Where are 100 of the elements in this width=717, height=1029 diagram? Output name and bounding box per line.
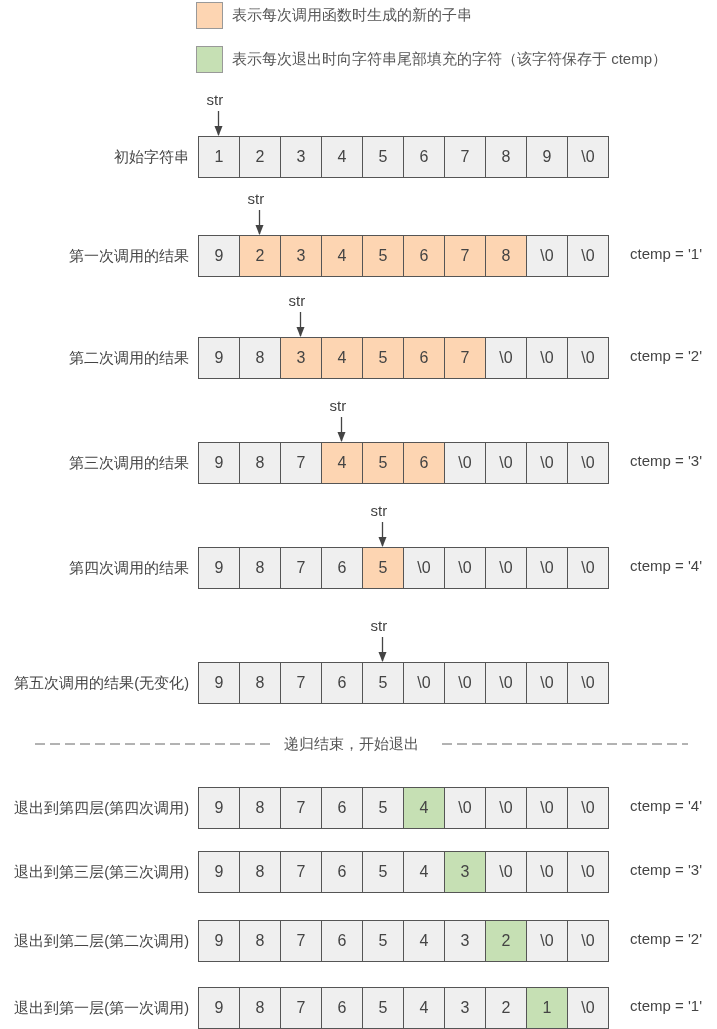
pointer-label: str [329, 397, 347, 415]
array-cell: 9 [198, 337, 240, 379]
array-cell: 8 [239, 920, 281, 962]
array-cell: 7 [280, 987, 322, 1029]
row-label: 退出到第三层(第三次调用) [14, 863, 189, 882]
array-cell: \0 [485, 442, 527, 484]
row-label: 第二次调用的结果 [69, 349, 189, 368]
array-cell: 2 [239, 235, 281, 277]
array-cell: 9 [198, 547, 240, 589]
row-label: 退出到第四层(第四次调用) [14, 799, 189, 818]
array-cell: 8 [239, 337, 281, 379]
array-cell: 5 [362, 235, 404, 277]
array-cell: \0 [444, 787, 486, 829]
array-cell: \0 [485, 337, 527, 379]
array-cell: 8 [239, 662, 281, 704]
array-cell: \0 [567, 337, 609, 379]
array-cell: \0 [526, 442, 568, 484]
array-cell: \0 [567, 851, 609, 893]
array-cell: \0 [526, 547, 568, 589]
array-cell: \0 [567, 547, 609, 589]
array-cell: \0 [567, 442, 609, 484]
array-cell: \0 [567, 136, 609, 178]
array-cell: \0 [567, 987, 609, 1029]
array-cell: 6 [321, 662, 363, 704]
array-cell: 6 [403, 337, 445, 379]
arrow [296, 311, 305, 338]
array-cell: 5 [362, 442, 404, 484]
arrow [337, 416, 346, 443]
array-cell: 6 [403, 442, 445, 484]
array-cell: 4 [321, 235, 363, 277]
array-cell: 8 [239, 851, 281, 893]
array-cell: 7 [280, 920, 322, 962]
array-cell: \0 [485, 547, 527, 589]
array-cell: 5 [362, 337, 404, 379]
array-cell: 7 [444, 136, 486, 178]
array-cell: 9 [198, 851, 240, 893]
array-cell: 6 [321, 851, 363, 893]
legend-text: 表示每次退出时向字符串尾部填充的字符（该字符保存于 ctemp） [232, 49, 667, 69]
legend-text: 表示每次调用函数时生成的新的子串 [232, 5, 472, 25]
ctemp-value: ctemp = '4' [630, 556, 702, 576]
array-cell: 7 [444, 337, 486, 379]
array-cell: 6 [321, 920, 363, 962]
array-cell: 4 [403, 851, 445, 893]
array-cell: \0 [526, 787, 568, 829]
array-cell: 4 [321, 136, 363, 178]
array-cell: \0 [526, 920, 568, 962]
arrow [255, 209, 264, 236]
row-label: 退出到第二层(第二次调用) [14, 932, 189, 951]
array-cell: \0 [526, 337, 568, 379]
array-cell: 5 [362, 787, 404, 829]
section-heading: 递归结束，开始退出 [284, 734, 419, 754]
row-label: 第五次调用的结果(无变化) [14, 674, 189, 693]
array-cell: \0 [485, 851, 527, 893]
row-label: 初始字符串 [114, 148, 189, 167]
array-cell: 8 [485, 235, 527, 277]
arrow [214, 110, 223, 137]
array-cell: 9 [526, 136, 568, 178]
array-cell: 3 [280, 235, 322, 277]
array-cell: 4 [403, 987, 445, 1029]
array-cell: \0 [526, 662, 568, 704]
array-cell: 2 [239, 136, 281, 178]
array-cell: 6 [403, 136, 445, 178]
array-cell: 9 [198, 442, 240, 484]
array-cell: 6 [321, 987, 363, 1029]
row-label: 第三次调用的结果 [69, 454, 189, 473]
array-cell: 8 [239, 547, 281, 589]
array-cell: 4 [403, 787, 445, 829]
array-cell: 7 [280, 787, 322, 829]
array-cell: 9 [198, 235, 240, 277]
arrow [378, 636, 387, 663]
array-cell: 2 [485, 987, 527, 1029]
array-cell: 3 [444, 987, 486, 1029]
array-cell: \0 [444, 662, 486, 704]
array-cell: 6 [403, 235, 445, 277]
array-cell: 5 [362, 851, 404, 893]
arrow [378, 521, 387, 548]
array-cell: \0 [526, 851, 568, 893]
array-cell: 5 [362, 662, 404, 704]
array-cell: \0 [567, 787, 609, 829]
pointer-label: str [370, 617, 388, 635]
array-cell: 4 [321, 442, 363, 484]
array-cell: 2 [485, 920, 527, 962]
array-cell: 9 [198, 920, 240, 962]
row-label: 退出到第一层(第一次调用) [14, 999, 189, 1018]
row-label: 第一次调用的结果 [69, 247, 189, 266]
array-cell: \0 [567, 235, 609, 277]
array-cell: 7 [280, 442, 322, 484]
ctemp-value: ctemp = '2' [630, 346, 702, 366]
array-cell: \0 [444, 547, 486, 589]
array-cell: 8 [239, 987, 281, 1029]
array-cell: \0 [567, 662, 609, 704]
array-cell: 7 [280, 851, 322, 893]
array-cell: 9 [198, 987, 240, 1029]
array-cell: 5 [362, 136, 404, 178]
array-cell: \0 [444, 442, 486, 484]
ctemp-value: ctemp = '1' [630, 244, 702, 264]
array-cell: 3 [280, 337, 322, 379]
array-cell: 3 [280, 136, 322, 178]
array-cell: \0 [403, 547, 445, 589]
array-cell: 4 [403, 920, 445, 962]
